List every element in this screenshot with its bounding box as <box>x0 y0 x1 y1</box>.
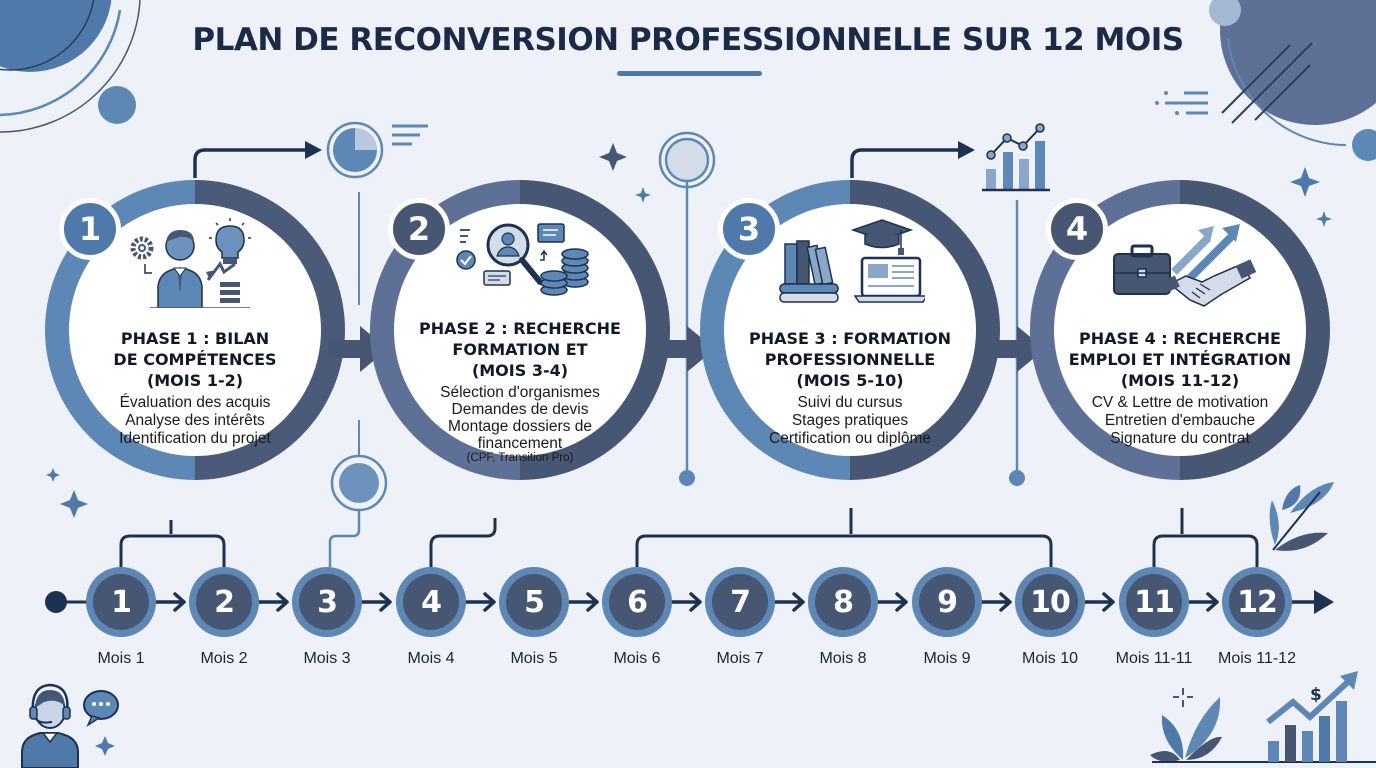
phase-number-badge: 2 <box>388 198 450 260</box>
phase-text: PHASE 3 : FORMATION PROFESSIONNELLE (MOI… <box>740 328 960 448</box>
phase-connectors <box>119 508 1259 567</box>
phase-item: Suivi du cursus <box>797 394 903 411</box>
phase-item: Signature du contrat <box>1110 430 1250 447</box>
month-label: Mois 11-11 <box>1115 650 1193 667</box>
phase-text: PHASE 1 : BILAN DE COMPÉTENCES (MOIS 1-2… <box>85 328 305 448</box>
timeline-month-2: 2 <box>189 567 259 637</box>
person-gear-lightbulb-growth-icon <box>130 218 251 308</box>
phase-number-badge: 1 <box>59 198 121 260</box>
timeline-month-10: 10 <box>1015 567 1085 637</box>
target-circle-icon <box>658 131 716 486</box>
month-label: Mois 1 <box>97 650 145 667</box>
pie-chart-icon <box>193 121 428 305</box>
books-graduation-laptop-icon <box>779 219 925 303</box>
support-agent-icon <box>21 683 119 768</box>
phase-item: Analyse des intérêts <box>125 412 265 429</box>
phase-item: Demandes de devis <box>451 401 589 418</box>
timeline-month-6: 6 <box>602 567 672 637</box>
page-title: PLAN DE RECONVERSION PROFESSIONNELLE SUR… <box>192 22 1184 58</box>
phase-text: PHASE 2 : RECHERCHE FORMATION ET (MOIS 3… <box>400 318 640 465</box>
month-label: Mois 8 <box>819 650 867 667</box>
target-circle-lower-icon <box>328 420 388 567</box>
top-left-circles-decoration <box>0 0 141 133</box>
phase-card-3: 3 PHASE 3 : FORMATION PROFESSIONNELLE (M… <box>700 180 1000 480</box>
month-label: Mois 3 <box>303 650 351 667</box>
phase-item: Montage dossiers de <box>448 418 592 435</box>
phase-items-list: Évaluation des acquis Analyse des intérê… <box>85 394 305 448</box>
briefcase-handshake-arrows-icon <box>1113 224 1257 307</box>
phase-items-list: Sélection d'organismes Demandes de devis… <box>400 384 640 465</box>
phase-item: Certification ou diplôme <box>769 430 931 447</box>
timeline-month-3: 3 <box>292 567 362 637</box>
phase-items-list: Suivi du cursus Stages pratiques Certifi… <box>740 394 960 448</box>
month-label: Mois 7 <box>716 650 764 667</box>
phase-card-4: 4 PHASE 4 : RECHERCHE EMPLOI ET INTÉGRAT… <box>1030 180 1330 480</box>
timeline-month-11: 11 <box>1119 567 1189 637</box>
timeline-month-1: 1 <box>86 567 156 637</box>
svg-text:$: $ <box>1310 685 1322 705</box>
phase-card-2: 2 PHASE 2 : RECHERCHE FORMATION ET (MOIS… <box>370 180 670 480</box>
phase-item: Identification du projet <box>119 430 271 447</box>
phase-items-list: CV & Lettre de motivation Entretien d'em… <box>1060 394 1300 448</box>
month-label: Mois 9 <box>923 650 971 667</box>
phase-card-1: 1 PHASE 1 : BILAN DE COMPÉTENCES (MOIS 1… <box>45 180 345 480</box>
phase-title: PHASE 2 : RECHERCHE FORMATION ET (MOIS 3… <box>419 319 621 380</box>
phase-number-badge: 3 <box>718 198 780 260</box>
month-label: Mois 5 <box>510 650 558 667</box>
phase-item: Évaluation des acquis <box>119 394 271 411</box>
phase-text: PHASE 4 : RECHERCHE EMPLOI ET INTÉGRATIO… <box>1060 328 1300 448</box>
title-underline <box>617 71 762 76</box>
timeline-month-4: 4 <box>396 567 466 637</box>
phase-title: PHASE 4 : RECHERCHE EMPLOI ET INTÉGRATIO… <box>1068 329 1292 390</box>
timeline-month-5: 5 <box>499 567 569 637</box>
phase-title: PHASE 3 : FORMATION PROFESSIONNELLE (MOI… <box>749 329 951 390</box>
timeline-month-8: 8 <box>808 567 878 637</box>
phase-item: CV & Lettre de motivation <box>1091 394 1269 411</box>
magnifier-coins-chat-icon <box>456 223 589 296</box>
phase-note: (CPF, Transition Pro) <box>466 452 574 464</box>
phase-item: Sélection d'organismes <box>440 384 600 401</box>
phase-title: PHASE 1 : BILAN DE COMPÉTENCES (MOIS 1-2… <box>113 329 277 390</box>
sparkle-icons <box>46 143 1332 756</box>
timeline-month-9: 9 <box>912 567 982 637</box>
top-right-circles-decoration <box>1155 0 1376 161</box>
timeline-month-7: 7 <box>705 567 775 637</box>
phase-item: financement <box>477 435 563 452</box>
plant-icon <box>1269 482 1334 551</box>
timeline-month-12: 12 <box>1222 567 1292 637</box>
dollar-growth-chart-icon: $ <box>1266 671 1358 762</box>
month-label: Mois 11-12 <box>1218 650 1296 667</box>
month-label: Mois 10 <box>1021 650 1079 667</box>
timeline-track <box>45 590 1334 614</box>
phase-item: Entretien d'embauche <box>1104 412 1256 429</box>
phase-item: Stages pratiques <box>791 412 909 429</box>
phase-number-badge: 4 <box>1046 198 1108 260</box>
month-label: Mois 6 <box>613 650 661 667</box>
month-label: Mois 4 <box>407 650 455 667</box>
month-label: Mois 2 <box>200 650 248 667</box>
